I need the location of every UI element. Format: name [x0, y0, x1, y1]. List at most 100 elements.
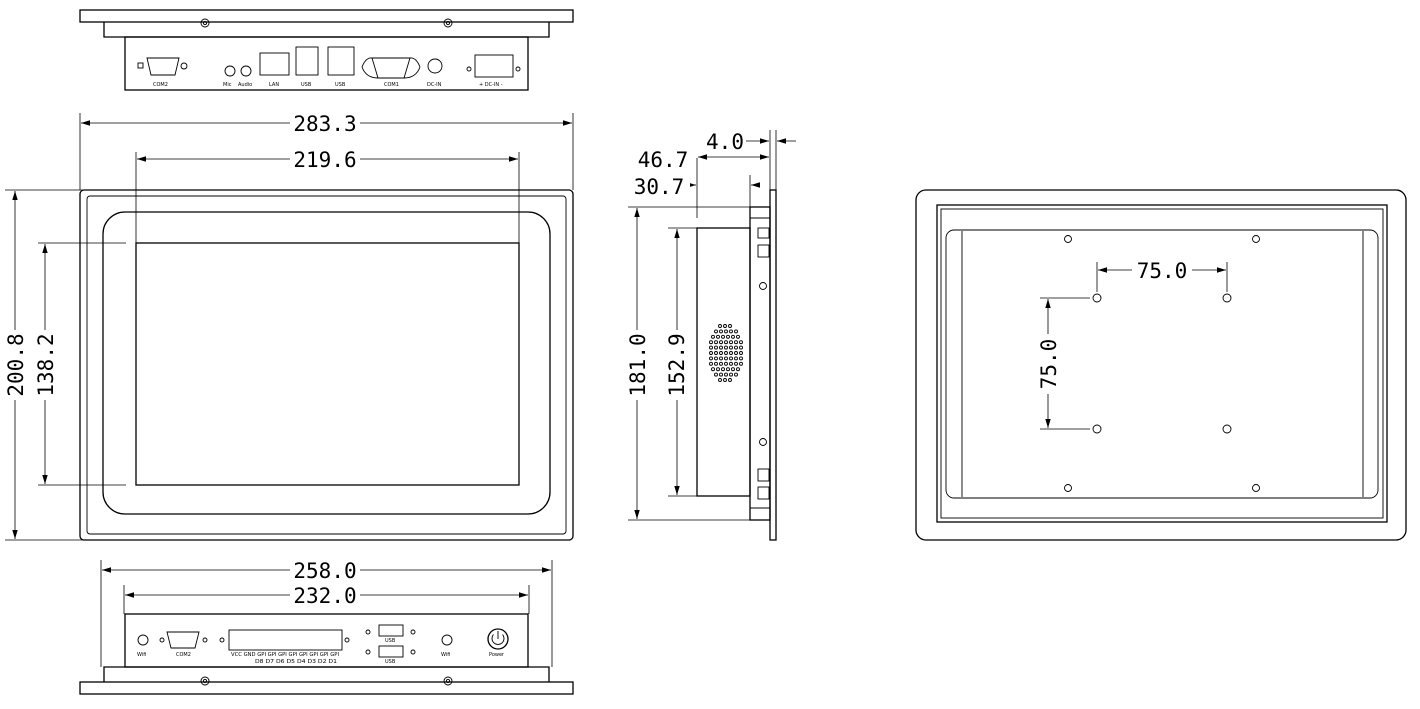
- gpio-label-bottom: D8 D7 D6 D5 D4 D3 D2 D1: [255, 659, 337, 665]
- vent-hole: [719, 340, 723, 345]
- vent-hole: [734, 340, 738, 345]
- vent-hole: [734, 356, 738, 361]
- audio-jack: [240, 65, 252, 77]
- side-connector: [757, 244, 770, 258]
- vent-hole: [714, 345, 718, 350]
- mounting-screw: [443, 18, 453, 28]
- vent-hole: [721, 334, 725, 339]
- vent-hole: [709, 345, 713, 350]
- power-label: Power: [489, 652, 505, 658]
- vent-hole: [739, 351, 743, 355]
- vent-hole: [711, 334, 715, 339]
- gpio-label-top: VCC GND GPI GPI GPI GPI GPI GPI GPI GPI: [231, 652, 339, 658]
- vent-hole: [709, 351, 713, 355]
- vent-hole: [734, 372, 738, 377]
- usb-port: [295, 46, 319, 76]
- dim-depth-body: 30.7: [634, 175, 685, 199]
- vent-hole: [724, 351, 728, 355]
- lan-label: LAN: [269, 82, 279, 88]
- vent-hole: [723, 378, 727, 382]
- com1-port: [361, 57, 421, 79]
- front-frame-inner: [86, 195, 567, 535]
- power-icon: [487, 628, 509, 650]
- vent-hole: [709, 340, 713, 345]
- top-view: COM2 Mic Audio LAN USB USB COM1 DC-IN + …: [79, 9, 574, 91]
- wifi-right-label: Wifi: [441, 652, 450, 658]
- vent-hole: [723, 324, 727, 328]
- dim-width-case: 258.0: [293, 559, 356, 583]
- vent-hole: [729, 345, 733, 350]
- usb-bottom-label: USB: [385, 659, 396, 665]
- mic-jack: [224, 65, 236, 77]
- bottom-view-flange: [79, 681, 574, 695]
- side-body: [696, 227, 751, 497]
- vesa-hole: [1222, 424, 1232, 434]
- com2-bottom-label: COM2: [176, 652, 191, 658]
- vent-hole: [719, 356, 723, 361]
- rear-view: 75.0 75.0: [915, 189, 1407, 541]
- front-view: 283.3 219.6 200.8 138.2: [2, 110, 574, 541]
- side-connector: [757, 227, 770, 239]
- usb-top-label: USB: [385, 638, 396, 644]
- vesa-hole: [1092, 293, 1102, 303]
- rear-cover: [936, 204, 1388, 523]
- vent-hole: [728, 378, 732, 382]
- vent-hole: [726, 334, 730, 339]
- com1-label: COM1: [384, 82, 399, 88]
- mounting-screw-center: [445, 20, 451, 26]
- rear-screw: [1064, 235, 1072, 243]
- rear-screw: [1064, 484, 1072, 492]
- usb-led: [365, 629, 371, 635]
- vent-hole: [724, 340, 728, 345]
- vent-hole: [719, 351, 723, 355]
- vent-hole: [729, 351, 733, 355]
- vent-hole: [739, 361, 743, 366]
- usb-label: USB: [335, 82, 346, 88]
- usb-label: USB: [301, 82, 312, 88]
- vent-hole: [716, 367, 720, 372]
- usb-port: [378, 645, 404, 658]
- wifi-antenna-right: [441, 634, 453, 646]
- usb-led: [410, 629, 416, 635]
- bottom-view-rim: [103, 666, 550, 682]
- vent-hole: [736, 367, 740, 372]
- vent-hole: [719, 329, 723, 334]
- side-front-flange: [769, 189, 777, 541]
- vesa-hole: [1222, 293, 1232, 303]
- terminal-screw: [219, 637, 225, 643]
- vent-hole: [739, 340, 743, 345]
- dc-in-terminal: [474, 54, 514, 78]
- vent-hole: [728, 324, 732, 328]
- rear-recess: [945, 229, 1379, 499]
- rear-frame-outer: [915, 189, 1407, 541]
- vent-hole: [729, 356, 733, 361]
- vent-hole: [718, 324, 722, 328]
- dim-height-overall: 200.8: [4, 333, 28, 396]
- vent-hole: [734, 329, 738, 334]
- active-display-area: [135, 242, 520, 486]
- audio-label: Audio: [238, 82, 252, 88]
- vent-hole: [724, 361, 728, 366]
- dim-vesa-h: 75.0: [1137, 259, 1188, 283]
- dim-height-inner: 152.9: [665, 333, 689, 396]
- dc-in-jack: [427, 58, 443, 74]
- dim-height-body: 181.0: [626, 333, 650, 396]
- side-bezel-block: [749, 206, 771, 521]
- vent-hole: [719, 361, 723, 366]
- mounting-screw-center: [445, 678, 451, 684]
- rear-screw: [1252, 484, 1260, 492]
- mounting-screw-center: [202, 20, 208, 26]
- vent-hole: [714, 351, 718, 355]
- mounting-screw: [200, 18, 210, 28]
- vent-hole: [734, 361, 738, 366]
- vent-hole: [714, 340, 718, 345]
- side-connector: [757, 468, 770, 482]
- vent-hole: [714, 356, 718, 361]
- vent-hole: [734, 345, 738, 350]
- dim-vesa-v: 75.0: [1037, 339, 1061, 390]
- dc-in-label: DC-IN: [427, 82, 442, 88]
- dc-in-terminal-label: + DC-IN -: [479, 82, 503, 88]
- mounting-screw: [443, 676, 453, 686]
- vent-hole: [709, 361, 713, 366]
- side-screw: [759, 438, 767, 446]
